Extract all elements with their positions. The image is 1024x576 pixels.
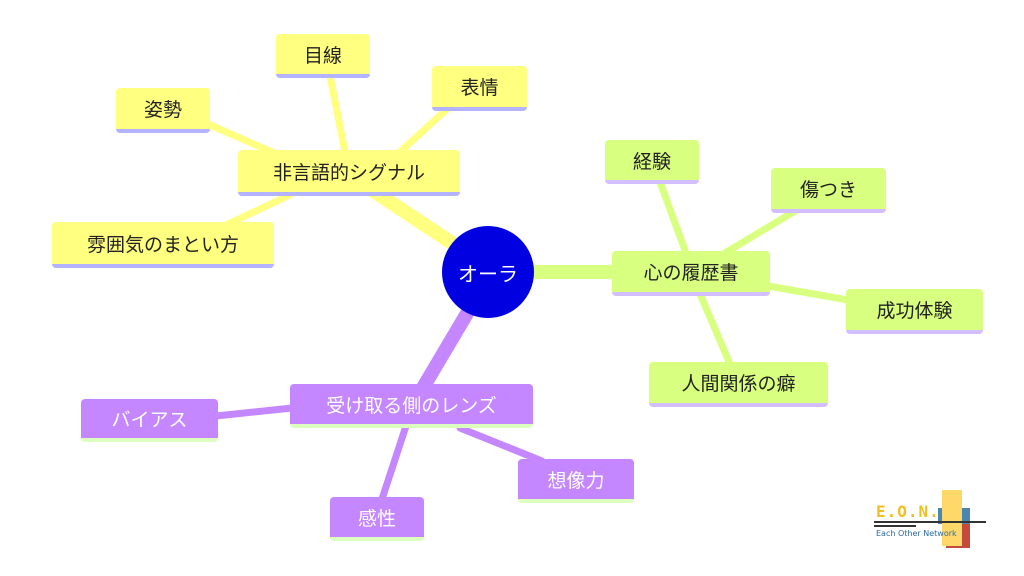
link-relationship [696, 290, 734, 368]
leaf-node-expression[interactable]: 表情 [432, 66, 527, 111]
branch-node-nonverbal[interactable]: 非言語的シグナル [238, 150, 460, 196]
link-gaze [326, 72, 349, 156]
leaf-node-experience[interactable]: 経験 [605, 140, 699, 184]
link-imagination [456, 424, 546, 465]
leaf-node-sensitivity[interactable]: 感性 [330, 497, 424, 541]
link-center-lens [417, 298, 479, 393]
leaf-node-relationship[interactable]: 人間関係の癖 [649, 362, 828, 407]
link-hurt [721, 207, 799, 257]
leaf-node-hurt[interactable]: 傷つき [771, 168, 886, 213]
central-node[interactable]: オーラ [442, 226, 534, 318]
link-expression [396, 105, 451, 156]
leaf-node-imagination[interactable]: 想像力 [518, 459, 634, 503]
branch-node-lens[interactable]: 受け取る側のレンズ [290, 384, 533, 428]
link-experience [656, 178, 690, 257]
link-posture [204, 120, 276, 156]
link-bias [212, 404, 296, 420]
leaf-node-posture[interactable]: 姿勢 [116, 88, 210, 133]
link-success [764, 282, 852, 304]
central-node-label: オーラ [458, 261, 518, 286]
link-atmosphere [224, 190, 296, 228]
logo-title: E.O.N. [876, 502, 940, 521]
leaf-node-success[interactable]: 成功体験 [846, 289, 983, 334]
leaf-node-gaze[interactable]: 目線 [276, 34, 370, 78]
branch-node-history[interactable]: 心の履歴書 [612, 251, 770, 296]
eon-logo: E.O.N. Each Other Network [866, 488, 990, 550]
leaf-node-bias[interactable]: バイアス [81, 399, 218, 442]
leaf-node-atmosphere[interactable]: 雰囲気のまとい方 [52, 222, 274, 268]
logo-subtitle: Each Other Network [876, 529, 957, 538]
link-sensitivity [378, 422, 410, 503]
